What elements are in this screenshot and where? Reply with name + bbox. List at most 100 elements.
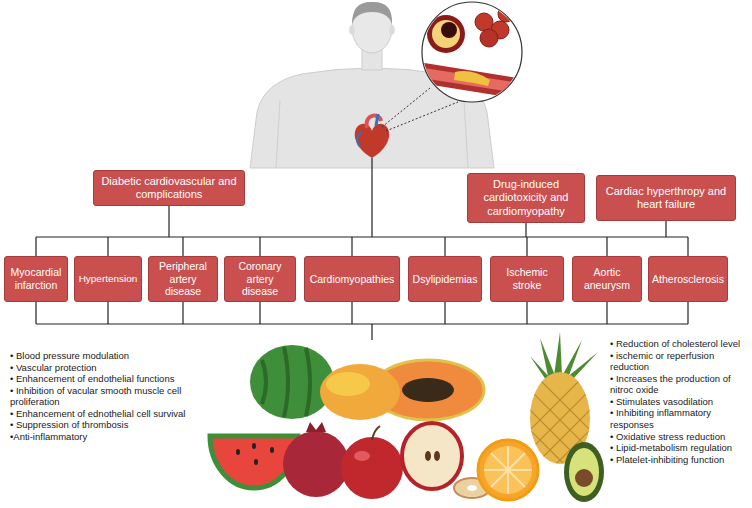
artery-inset bbox=[382, 2, 530, 131]
human-figure bbox=[352, 2, 392, 24]
category-box: Cardiac hyperthropy and heart failure bbox=[596, 175, 736, 221]
bullet-text: • Inhibiting inflammatory responses bbox=[610, 407, 748, 430]
bracket-line bbox=[36, 236, 688, 237]
fruit-illustration bbox=[478, 440, 538, 500]
bullet-text: • Platelet-inhibiting function bbox=[610, 454, 748, 466]
human-figure bbox=[276, 100, 468, 168]
bullet-text: •Anti-inflammatory bbox=[10, 431, 202, 443]
human-figure bbox=[389, 25, 395, 35]
fruit-illustration bbox=[520, 360, 600, 500]
bullet-text: • Oxidative stress reduction bbox=[610, 431, 748, 443]
bracket-line bbox=[259, 302, 260, 324]
bullet-text: • Lipid-metabolism regulation bbox=[610, 442, 748, 454]
box-label: Drug-induced cardiotoxicity and cardiomy… bbox=[471, 178, 581, 218]
fruit-illustration bbox=[210, 332, 604, 502]
bracket-line bbox=[526, 237, 527, 256]
bracket-line bbox=[35, 302, 36, 324]
box-label: Myocardial infarction bbox=[8, 266, 64, 291]
category-box: Drug-induced cardiotoxicity and cardiomy… bbox=[467, 173, 585, 223]
box-label: Diabetic cardiovascular and complication… bbox=[97, 175, 241, 201]
fruit-illustration bbox=[564, 442, 604, 502]
disease-box: Cardiomyopathies bbox=[304, 256, 400, 302]
bracket-line bbox=[526, 302, 527, 324]
fruit-illustration bbox=[341, 437, 403, 499]
disease-box: Peripheral artery disease bbox=[148, 256, 218, 302]
bullet-text: • Stimulates vasodilation bbox=[610, 396, 748, 408]
fruit-illustration bbox=[270, 447, 274, 453]
fruit-illustration bbox=[467, 485, 477, 491]
fruit-illustration bbox=[569, 448, 599, 496]
artery-inset bbox=[454, 71, 490, 86]
bracket-line bbox=[444, 237, 445, 256]
box-label: Peripheral artery disease bbox=[152, 260, 214, 298]
bullet-text: • Vascular protection bbox=[10, 362, 202, 374]
fruit-illustration bbox=[402, 378, 454, 402]
artery-inset bbox=[498, 6, 514, 22]
disease-box: Myocardial infarction bbox=[4, 256, 68, 302]
bracket-line bbox=[665, 221, 666, 237]
heart-icon bbox=[355, 114, 389, 158]
fruit-illustration bbox=[283, 431, 349, 497]
fruit-illustration bbox=[254, 459, 258, 465]
artery-inset bbox=[414, 62, 530, 100]
fruit-illustration bbox=[326, 372, 370, 396]
fruit-illustration bbox=[520, 360, 600, 500]
disease-box: Ischemic stroke bbox=[490, 256, 564, 302]
disease-box: Aortic aneurysm bbox=[572, 256, 642, 302]
fruit-illustration bbox=[250, 345, 334, 419]
fruit-illustration bbox=[425, 451, 431, 461]
fruit-illustration bbox=[372, 426, 380, 440]
bracket-line bbox=[259, 237, 260, 256]
bracket-line bbox=[525, 223, 526, 237]
bracket-line bbox=[182, 237, 183, 256]
fruit-illustration bbox=[306, 422, 326, 432]
heart-icon bbox=[357, 132, 362, 147]
box-label: Cardiac hyperthropy and heart failure bbox=[600, 185, 732, 211]
bullet-text: • Increases the production of nitroc oxi… bbox=[610, 373, 748, 396]
bracket-line bbox=[35, 237, 36, 256]
box-label: Aortic aneurysm bbox=[576, 266, 638, 291]
artery-inset bbox=[480, 29, 498, 47]
heart-icon bbox=[376, 114, 378, 126]
disease-box: Hypertension bbox=[74, 256, 142, 302]
bracket-line bbox=[168, 206, 169, 237]
human-figure bbox=[349, 25, 355, 35]
fruit-illustration bbox=[484, 446, 532, 494]
fruit-illustration bbox=[434, 451, 440, 461]
bracket-line bbox=[351, 302, 352, 324]
box-label: Dsylipidemias bbox=[413, 273, 478, 286]
bracket-line bbox=[107, 302, 108, 324]
box-label: Hypertension bbox=[79, 273, 138, 285]
bullet-text: • Blood pressure modulation bbox=[10, 350, 202, 362]
bullet-list: • Reduction of cholesterol level• ischem… bbox=[610, 338, 748, 465]
fruit-illustration bbox=[236, 449, 240, 455]
bullet-text: • Reduction of cholesterol level bbox=[610, 338, 748, 350]
bracket-line bbox=[687, 237, 688, 256]
disease-box: Atherosclerosis bbox=[648, 256, 728, 302]
bullet-text: • Suppression of thrombosis bbox=[10, 419, 202, 431]
fruit-illustration bbox=[575, 469, 593, 487]
artery-inset bbox=[422, 68, 526, 94]
bracket-line bbox=[371, 324, 372, 340]
bracket-line bbox=[606, 237, 607, 256]
bracket-line bbox=[182, 302, 183, 324]
bracket-lines bbox=[36, 158, 688, 340]
box-label: Ischemic stroke bbox=[494, 266, 560, 291]
bracket-line bbox=[351, 237, 352, 256]
fruit-illustration bbox=[484, 446, 532, 494]
disease-box: Dsylipidemias bbox=[408, 256, 482, 302]
bracket-line bbox=[606, 302, 607, 324]
box-label: Coronary artery disease bbox=[228, 260, 292, 298]
heart-icon bbox=[355, 124, 389, 158]
bracket-line bbox=[36, 323, 688, 324]
artery-inset bbox=[475, 13, 493, 31]
fruit-illustration bbox=[320, 364, 400, 420]
bullet-text: • Inhibition of vacular smooth muscle ce… bbox=[10, 385, 202, 408]
box-label: Cardiomyopathies bbox=[310, 273, 395, 286]
bracket-line bbox=[687, 302, 688, 324]
fruit-illustration bbox=[252, 443, 256, 449]
artery-inset bbox=[427, 15, 465, 53]
artery-inset bbox=[441, 22, 457, 38]
artery-inset bbox=[414, 6, 530, 100]
